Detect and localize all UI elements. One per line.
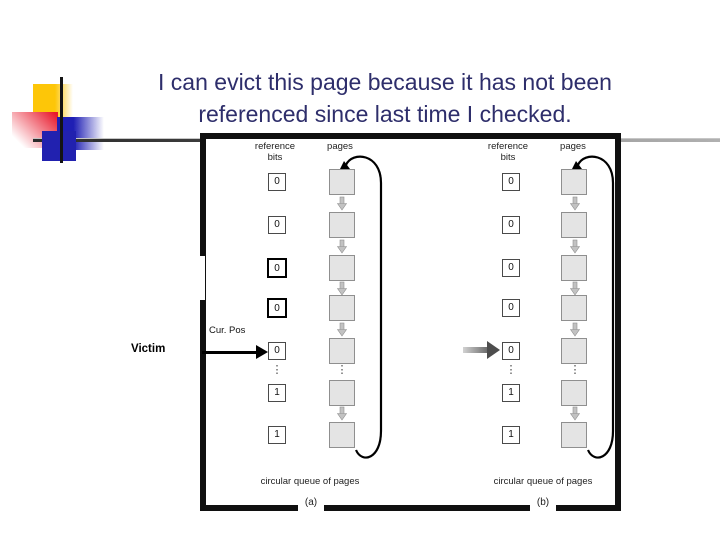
ellipsis: ⋮ <box>505 364 517 376</box>
page-box <box>329 338 355 364</box>
panel-tag-a: (a) <box>298 495 324 512</box>
down-arrow-icon <box>337 239 347 254</box>
page-box <box>329 380 355 406</box>
ellipsis: ⋮ <box>271 364 283 376</box>
ref-bit: 0 <box>502 259 520 277</box>
decor-yellow-square <box>33 84 73 117</box>
ref-bit: 0 <box>502 173 520 191</box>
ref-bit: 0 <box>268 216 286 234</box>
page-box <box>561 255 587 281</box>
accent-vertical-line <box>60 77 63 163</box>
ref-bit: 0 <box>268 342 286 360</box>
title-line-1: I can evict this page because it has not… <box>158 69 612 95</box>
page-box <box>561 338 587 364</box>
victim-label: Victim <box>131 343 166 355</box>
ref-bit: 0 <box>502 216 520 234</box>
ref-header-line1: reference <box>487 141 529 152</box>
victim-arrow-icon <box>256 345 268 359</box>
ellipsis: ⋮ <box>336 364 348 376</box>
ref-bit: 1 <box>268 384 286 402</box>
page-box <box>561 169 587 195</box>
decor-blue-square <box>42 131 76 161</box>
down-arrow-icon <box>337 281 347 296</box>
page-box <box>329 255 355 281</box>
ref-bit: 1 <box>502 426 520 444</box>
ref-bit: 0 <box>502 342 520 360</box>
ref-bit: 0 <box>267 258 287 278</box>
border-white-patch <box>196 256 205 300</box>
figure-frame: reference bits pages reference bits page… <box>200 133 621 512</box>
page-box <box>561 295 587 321</box>
panel-tag-b: (b) <box>530 495 556 512</box>
ref-bit: 0 <box>268 173 286 191</box>
ref-header-line2: bits <box>267 152 283 163</box>
page-box <box>561 212 587 238</box>
ref-header-line1: reference <box>254 141 296 152</box>
ref-header-line2: bits <box>500 152 516 163</box>
down-arrow-icon <box>570 196 580 211</box>
cur-pos-label: Cur. Pos <box>209 325 246 336</box>
page-box <box>329 212 355 238</box>
ref-bits-header-b: reference bits <box>468 141 548 163</box>
down-arrow-icon <box>570 281 580 296</box>
caption-a: circular queue of pages <box>260 476 360 487</box>
circular-queue-arrow-a <box>344 155 383 459</box>
page-box <box>329 169 355 195</box>
slide-title: I can evict this page because it has not… <box>70 66 700 130</box>
page-box <box>329 295 355 321</box>
current-position-arrow-shaft <box>463 347 487 353</box>
down-arrow-icon <box>337 406 347 421</box>
caption-b: circular queue of pages <box>493 476 593 487</box>
pages-header-b: pages <box>560 141 586 152</box>
ellipsis: ⋮ <box>569 364 581 376</box>
ref-bit: 1 <box>502 384 520 402</box>
down-arrow-icon <box>337 322 347 337</box>
down-arrow-icon <box>337 196 347 211</box>
down-arrow-icon <box>570 406 580 421</box>
ref-bits-header-a: reference bits <box>235 141 315 163</box>
circular-queue-arrow-b <box>576 155 615 459</box>
victim-arrow-shaft <box>202 351 257 354</box>
page-box <box>561 380 587 406</box>
down-arrow-icon <box>570 322 580 337</box>
page-box <box>561 422 587 448</box>
ref-bit: 1 <box>268 426 286 444</box>
clock-diagram-arrows <box>337 155 615 459</box>
ref-bit: 0 <box>502 299 520 317</box>
pages-header-a: pages <box>327 141 353 152</box>
title-line-2: referenced since last time I checked. <box>198 101 572 127</box>
page-box <box>329 422 355 448</box>
ref-bit: 0 <box>267 298 287 318</box>
current-position-arrow-icon <box>487 341 500 359</box>
down-arrow-icon <box>570 239 580 254</box>
